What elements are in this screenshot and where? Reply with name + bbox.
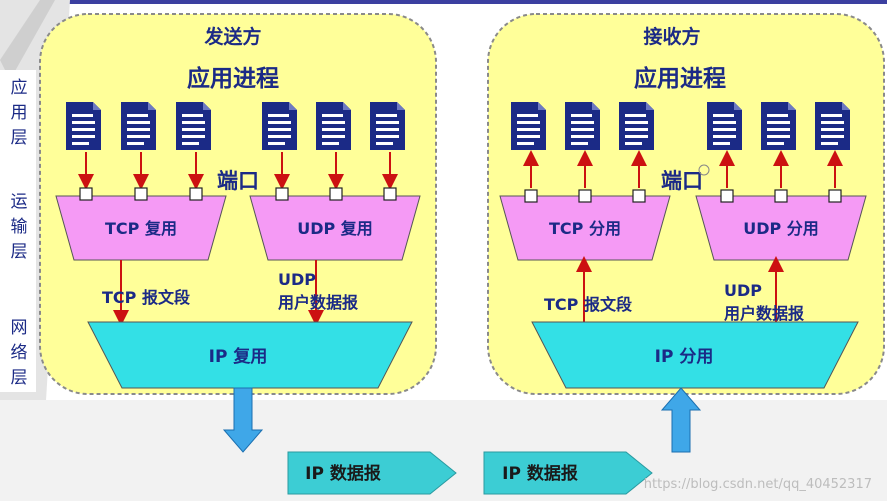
layer-application-char-2: 用 [11,103,28,123]
receiver-port-label: 端口 [661,169,703,193]
sender-process-label: 应用进程 [187,65,279,92]
port-square [189,187,203,201]
receiver-tcp-demux-label: TCP 分用 [549,219,621,238]
layer-network-char-3: 层 [11,368,28,388]
receiver-title: 接收方 [643,25,700,48]
layer-network-char-1: 网 [11,318,28,338]
document-icon [565,102,600,150]
sender-tcp-segment-label: TCP 报文段 [102,288,191,307]
document-icon [316,102,351,150]
receiver-ip-demux-box [531,321,859,389]
sender-panel: 发送方 应用进程 端口 TCP 复用 UDP 复用 [39,13,437,395]
datagram-arrow-2 [483,451,653,495]
port-square [632,189,646,203]
cursor-marker [698,164,710,176]
document-icon [176,102,211,150]
layer-transport-char-1: 运 [11,192,28,212]
layer-transport-char-2: 输 [11,217,28,237]
port-square [275,187,289,201]
left-stripe [0,0,55,80]
layer-network-char-2: 络 [11,343,28,363]
document-icon [761,102,796,150]
port-square [383,187,397,201]
document-icon [511,102,546,150]
receiver-udp-demux-label: UDP 分用 [743,219,819,238]
receiver-input-arrow [660,387,702,453]
document-icon [707,102,742,150]
layer-label-column [0,70,36,392]
datagram-1: IP 数据报 [287,451,457,495]
document-icon [815,102,850,150]
receiver-process-label: 应用进程 [634,65,726,92]
watermark: https://blog.csdn.net/qq_40452317 [644,477,872,492]
layer-transport-char-3: 层 [11,242,28,262]
document-icon [370,102,405,150]
sender-app-arrows [78,152,398,190]
sender-port-label: 端口 [217,169,259,193]
port-square [329,187,343,201]
receiver-ip-demux-label: IP 分用 [655,347,714,367]
sender-ports [79,187,397,201]
datagram-label-2: IP 数据报 [502,463,578,484]
port-square [134,187,148,201]
port-square [524,189,538,203]
receiver-udp-demux-box [695,195,867,261]
sender-ip-mux-label: IP 复用 [209,346,268,367]
receiver-udp-label-line2: 用户数据报 [724,304,804,323]
port-square [828,189,842,203]
datagram-arrow-1 [287,451,457,495]
document-icon [121,102,156,150]
sender-udp-label-line2: 用户数据报 [278,293,358,312]
document-icon [619,102,654,150]
sender-tcp-mux-label: TCP 复用 [105,219,177,238]
layer-label-network: 网 络 层 [11,318,28,388]
datagram-label-1: IP 数据报 [305,463,381,484]
receiver-tcp-demux-box [499,195,671,261]
datagram-2: IP 数据报 [483,451,653,495]
sender-tcp-mux-box [55,195,227,261]
sender-output-arrow [222,387,264,453]
sender-udp-mux-label: UDP 复用 [297,219,373,238]
port-square [774,189,788,203]
sender-udp-mux-box [249,195,421,261]
sender-udp-label-line1: UDP [278,270,316,289]
layer-label-transport: 运 输 层 [11,192,28,262]
top-border [0,0,887,4]
receiver-ports [524,189,842,203]
receiver-panel: 接收方 应用进程 端口 TCP 分用 UDP 分用 [487,13,885,395]
sender-ip-mux-box [87,321,413,389]
bottom-band [0,400,887,501]
receiver-udp-label-line1: UDP [724,281,762,300]
port-square [578,189,592,203]
receiver-app-arrows [523,150,843,188]
port-square [79,187,93,201]
port-square [720,189,734,203]
document-icon [66,102,101,150]
receiver-tcp-segment-label: TCP 报文段 [544,295,633,314]
layer-application-char-3: 层 [11,128,28,148]
document-icon [262,102,297,150]
sender-title: 发送方 [203,25,261,48]
layer-application-char-1: 应 [11,78,28,98]
layer-label-application: 应 用 层 [11,78,28,148]
